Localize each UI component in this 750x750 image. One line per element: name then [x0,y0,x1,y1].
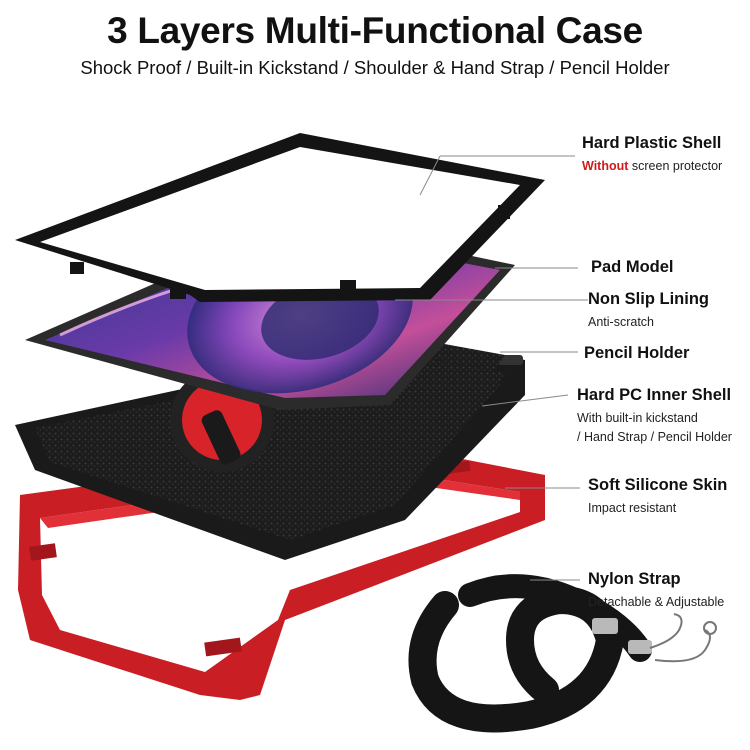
label-title: Hard Plastic Shell [582,134,722,152]
label-title: Nylon Strap [588,570,681,588]
label-nylon-strap: Nylon Strap Detachable & Adjustable [588,570,724,611]
label-non-slip-lining: Non Slip Lining Anti-scratch [588,290,709,331]
label-title: Hard PC Inner Shell [577,386,732,404]
label-note: Without screen protector [582,158,722,175]
label-note: Anti-scratch [588,315,654,329]
leader-lines [395,155,588,581]
label-note-line1: With built-in kickstand [577,411,698,425]
label-pencil-holder: Pencil Holder [584,344,689,363]
label-note-line2: / Hand Strap / Pencil Holder [577,429,732,444]
label-soft-silicone-skin: Soft Silicone Skin Impact resistant [588,476,727,517]
label-note: Detachable & Adjustable [588,595,725,609]
label-hard-plastic-shell: Hard Plastic Shell Without screen protec… [582,134,722,175]
highlight-text: Without [582,159,629,173]
label-note: Impact resistant [588,501,677,515]
note-text: screen protector [628,159,723,173]
label-hard-pc-inner-shell: Hard PC Inner Shell With built-in kickst… [577,386,732,446]
plastic-shell-layer [15,133,545,302]
label-title: Soft Silicone Skin [588,476,728,494]
page-subtitle: Shock Proof / Built-in Kickstand / Shoul… [80,57,670,78]
page-title: 3 Layers Multi-Functional Case [107,10,643,51]
label-title: Pad Model [591,258,674,276]
label-pad-model: Pad Model [591,258,674,277]
nylon-strap [408,574,717,733]
label-title: Pencil Holder [584,344,690,362]
label-title: Non Slip Lining [588,290,709,308]
